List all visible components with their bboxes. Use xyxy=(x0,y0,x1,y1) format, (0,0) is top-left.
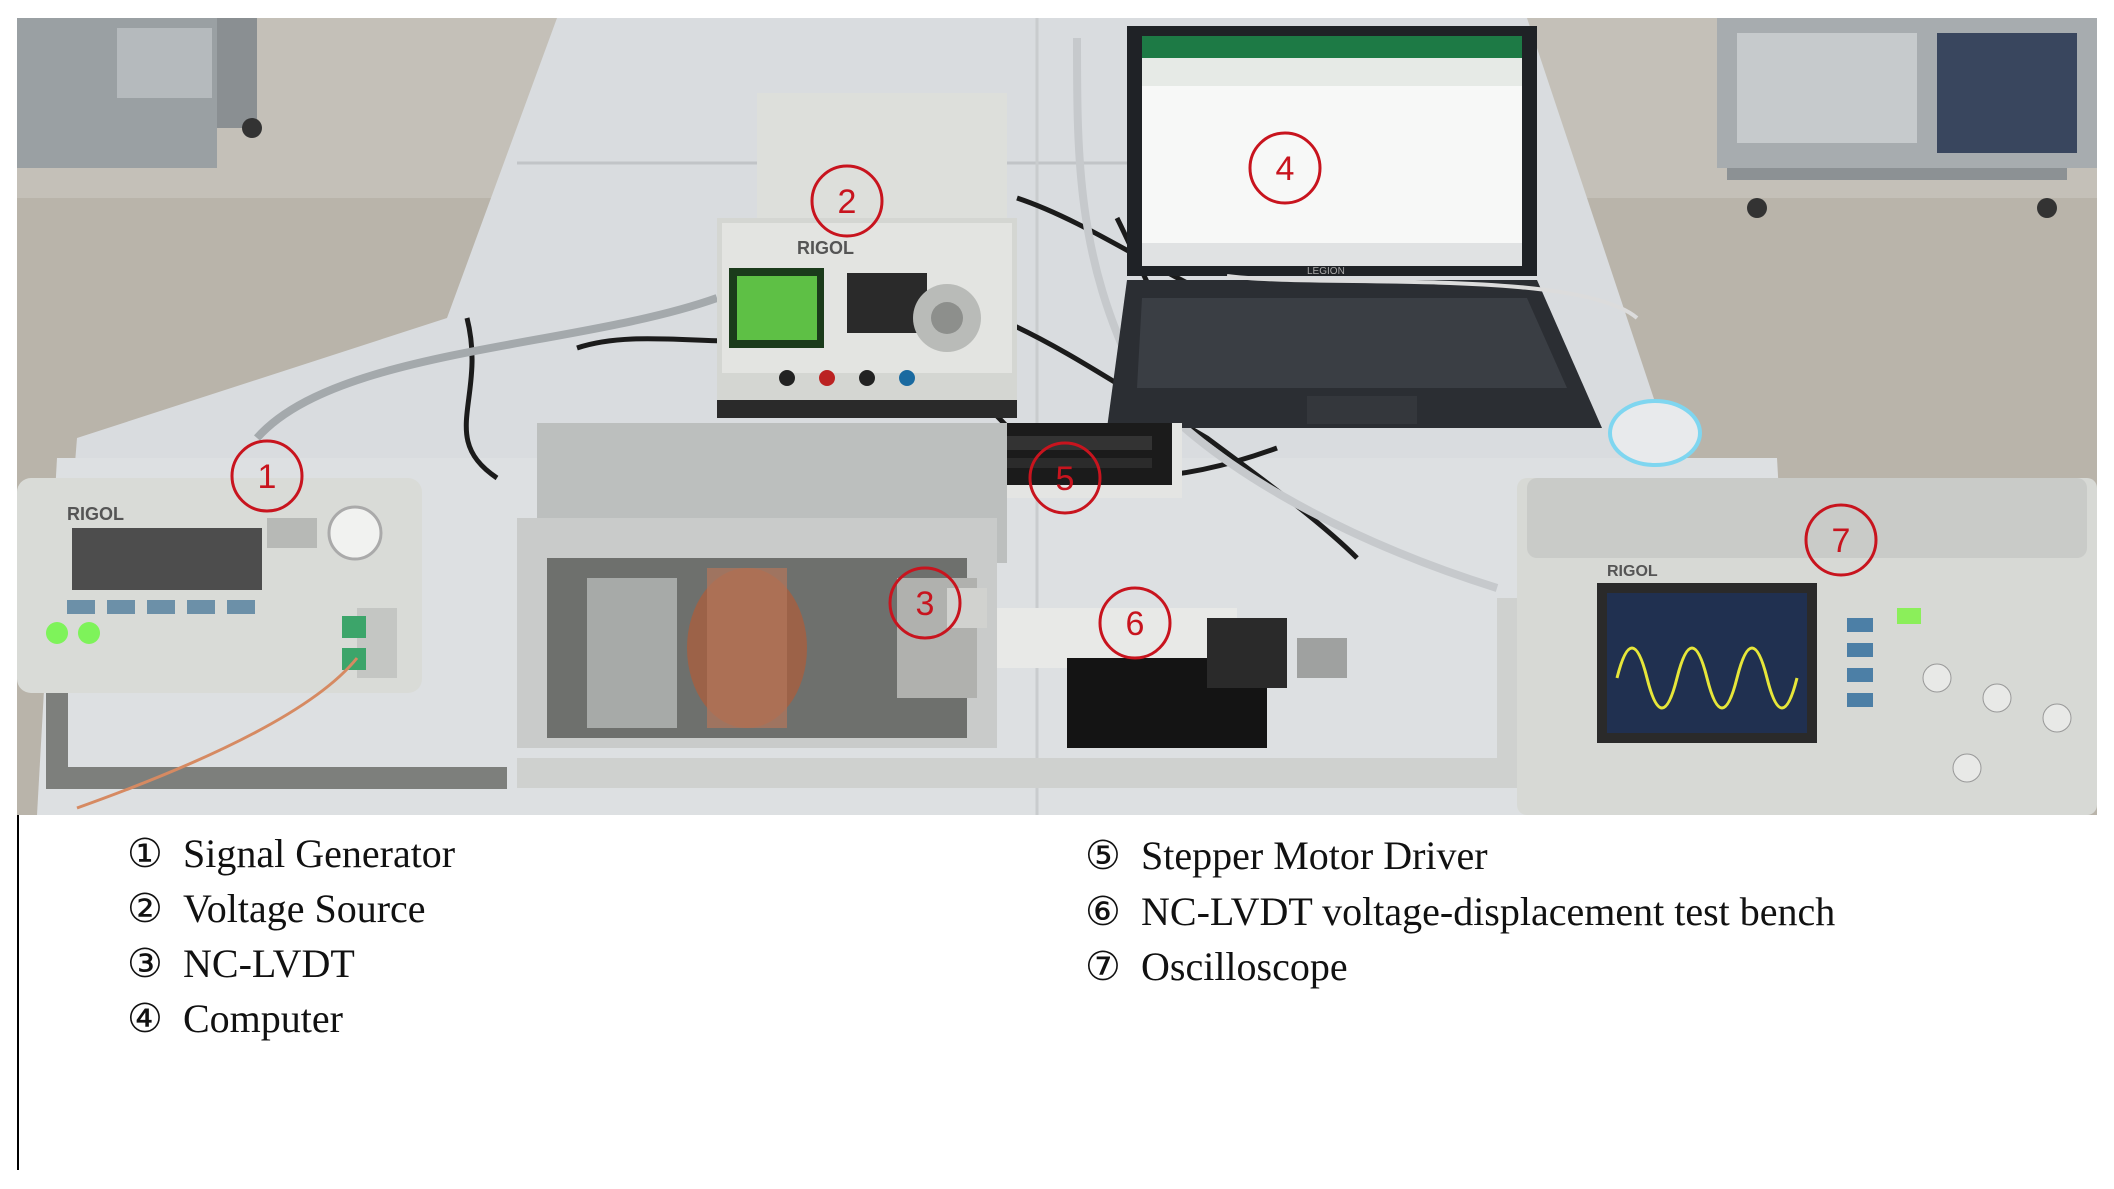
marker-1-label: 1 xyxy=(258,458,277,496)
legend-number: ⑤ xyxy=(1085,833,1121,878)
laptop-device: LEGION xyxy=(1107,26,1602,428)
voltage-source-brand: RIGOL xyxy=(797,238,854,258)
left-border-rule xyxy=(17,815,19,1170)
marker-3-label: 3 xyxy=(916,585,935,623)
legend-number: ⑦ xyxy=(1085,944,1121,989)
legend-number: ④ xyxy=(127,996,163,1041)
legend-text: NC-LVDT voltage-displacement test bench xyxy=(1141,889,1836,934)
lvdt-frame xyxy=(517,423,1547,788)
oscilloscope-device: RIGOL xyxy=(1517,478,2097,815)
signal-generator-device: RIGOL xyxy=(17,478,507,789)
voltage-source-device: RIGOL xyxy=(717,93,1017,418)
legend-text: Computer xyxy=(183,996,343,1041)
left-cabinet xyxy=(17,18,262,168)
marker-5-circle xyxy=(1028,441,1102,515)
legend-item-5: ⑤ Stepper Motor Driver xyxy=(1085,836,1488,876)
marker-4-label: 4 xyxy=(1276,150,1295,188)
legend-text: Signal Generator xyxy=(183,831,456,876)
marker-7-label: 7 xyxy=(1832,522,1851,560)
marker-4-circle xyxy=(1248,131,1322,205)
legend-item-3: ③ NC-LVDT xyxy=(127,944,355,984)
stepper-driver-device xyxy=(982,423,1182,498)
marker-1-circle xyxy=(230,439,304,513)
marker-3-circle xyxy=(888,566,962,640)
legend-text: Voltage Source xyxy=(183,886,426,931)
marker-6-circle xyxy=(1098,586,1172,660)
legend-item-6: ⑥ NC-LVDT voltage-displacement test bench xyxy=(1085,892,1835,932)
marker-2-label: 2 xyxy=(838,183,857,221)
legend-item-4: ④ Computer xyxy=(127,999,343,1039)
legend-text: Stepper Motor Driver xyxy=(1141,833,1488,878)
legend-item-2: ② Voltage Source xyxy=(127,889,426,929)
laptop-brand: LEGION xyxy=(1307,266,1345,277)
legend-item-7: ⑦ Oscilloscope xyxy=(1085,947,1348,987)
marker-5-label: 5 xyxy=(1056,460,1075,498)
legend-item-1: ① Signal Generator xyxy=(127,834,455,874)
legend-number: ② xyxy=(127,886,163,931)
legend-text: Oscilloscope xyxy=(1141,944,1348,989)
mouse xyxy=(1608,399,1702,467)
lab-setup-photo: RIGOL LEGION xyxy=(17,18,2097,815)
legend-number: ③ xyxy=(127,941,163,986)
marker-2-circle xyxy=(810,164,884,238)
legend-text: NC-LVDT xyxy=(183,941,355,986)
legend-number: ⑥ xyxy=(1085,889,1121,934)
signal-generator-brand: RIGOL xyxy=(67,504,124,524)
marker-6-label: 6 xyxy=(1126,605,1145,643)
oscilloscope-brand: RIGOL xyxy=(1607,563,1658,580)
legend-number: ① xyxy=(127,831,163,876)
marker-7-circle xyxy=(1804,503,1878,577)
annotation-markers xyxy=(230,131,1878,660)
right-cart xyxy=(1717,18,2097,218)
